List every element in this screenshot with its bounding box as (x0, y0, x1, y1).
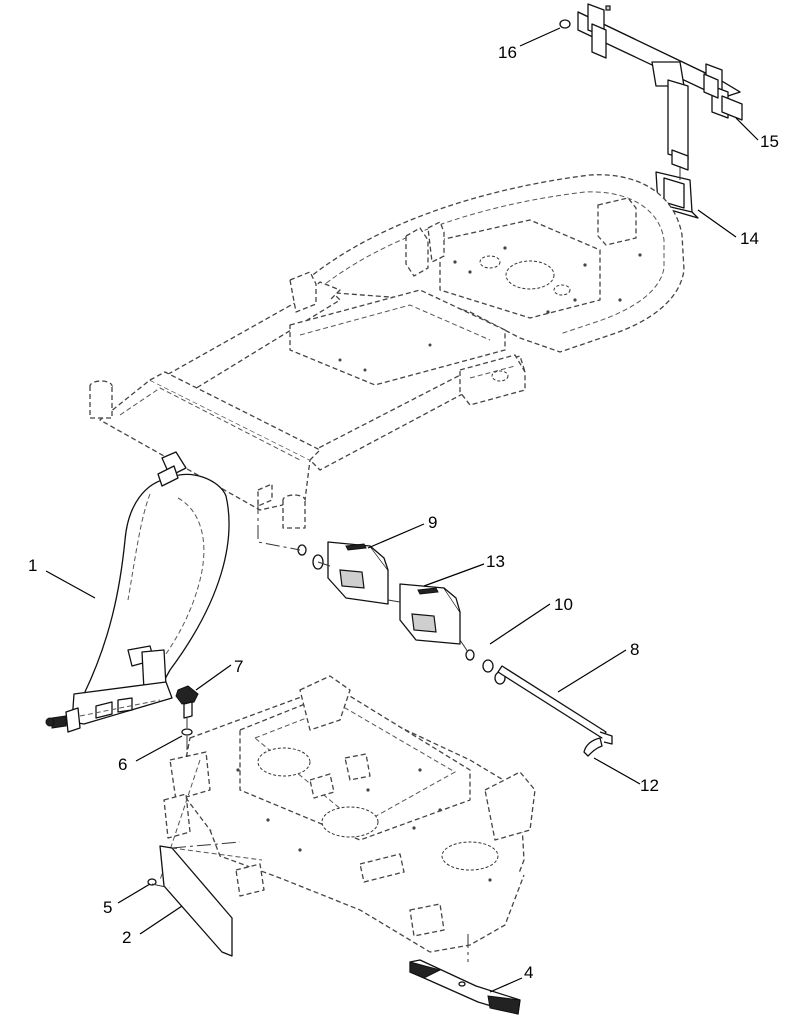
callout-8: 8 (630, 640, 639, 659)
leader-13 (423, 563, 485, 587)
callout-15: 15 (760, 132, 779, 151)
leader-16 (519, 27, 561, 47)
knob (175, 685, 199, 719)
callouts: 1 2 4 5 6 7 8 9 10 12 13 14 15 16 (28, 43, 779, 982)
leader-7 (195, 664, 232, 691)
callout-9: 9 (428, 513, 437, 532)
assembly-guides (151, 166, 681, 962)
callout-14: 14 (740, 229, 759, 248)
tractor-frame (89, 174, 685, 529)
leader-5 (117, 883, 151, 904)
pivot-rod (497, 665, 613, 745)
leader-1 (45, 570, 96, 599)
leader-lines (45, 27, 759, 993)
callout-2: 2 (122, 928, 131, 947)
callout-6: 6 (118, 755, 127, 774)
callout-5: 5 (103, 898, 112, 917)
nut-5 (147, 878, 157, 886)
leader-4 (489, 977, 523, 993)
callout-10: 10 (554, 595, 573, 614)
callout-4: 4 (524, 963, 533, 982)
discharge-chute (45, 451, 230, 733)
leader-15 (735, 117, 759, 141)
rear-hitch-bar (577, 3, 743, 171)
callout-16: 16 (498, 43, 517, 62)
leader-6 (135, 735, 183, 762)
mower-blade (409, 959, 521, 1015)
callout-12: 12 (640, 776, 659, 795)
callout-13: 13 (486, 552, 505, 571)
callout-1: 1 (28, 556, 37, 575)
pivot-plate-9 (327, 541, 389, 605)
washer-6 (181, 728, 193, 736)
leader-14 (697, 209, 737, 238)
pivot-plate-13 (399, 583, 461, 645)
leader-2 (139, 905, 183, 935)
leader-10 (489, 603, 551, 645)
leader-12 (593, 757, 641, 785)
leader-9 (367, 523, 425, 549)
leader-8 (557, 649, 627, 693)
hairpin-cotter (583, 737, 603, 757)
callout-7: 7 (234, 657, 243, 676)
washer-16 (559, 19, 571, 29)
mower-deck (159, 675, 536, 953)
